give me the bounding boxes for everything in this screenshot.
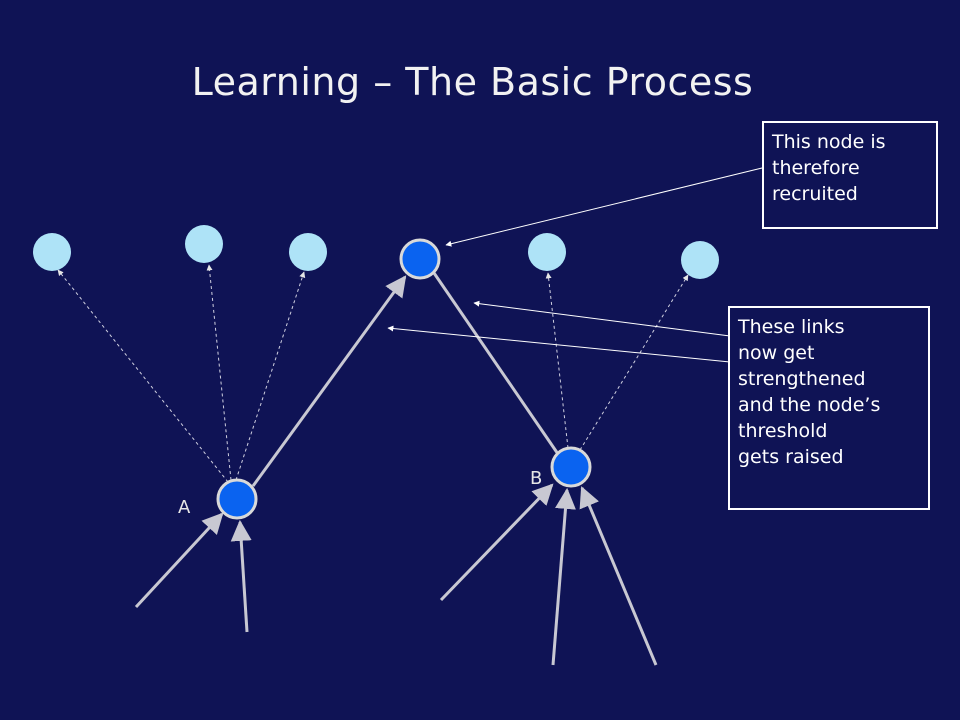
slide-title: Learning – The Basic Process xyxy=(191,60,754,104)
callout-recruited-line-2: therefore xyxy=(772,157,860,179)
inactive-node-3 xyxy=(289,233,327,271)
callout-links-line-4: and the node’s xyxy=(738,394,881,416)
node-a xyxy=(216,478,258,520)
callout-arrow-links-1 xyxy=(473,300,731,337)
inactive-node-2 xyxy=(185,225,223,263)
callout-links-line-3: strengthened xyxy=(738,368,866,390)
inactive-node-5 xyxy=(681,241,719,279)
weak-link-a-1 xyxy=(57,269,229,483)
callout-links-line-2: now get xyxy=(738,342,815,364)
callout-recruited-line-1: This node is xyxy=(772,131,886,153)
weak-link-a-3 xyxy=(235,271,306,481)
callout-links-line-6: gets raised xyxy=(738,446,844,468)
strong-link-b-to-recruited xyxy=(432,272,560,455)
weak-link-b-1 xyxy=(545,272,569,449)
input-link-b-2 xyxy=(551,487,576,666)
inactive-node-4 xyxy=(528,233,566,271)
node-b-label: B xyxy=(530,468,543,489)
callout-links-line-1: These links xyxy=(738,316,845,338)
callout-arrow-recruited xyxy=(445,167,763,247)
input-link-b-1 xyxy=(439,483,554,602)
weak-link-b-2 xyxy=(579,274,689,451)
callout-links: These links now get strengthened and the… xyxy=(728,306,930,510)
recruited-node xyxy=(399,238,441,280)
input-link-a-2 xyxy=(230,519,252,633)
callout-arrow-links-2 xyxy=(387,325,731,363)
weak-link-a-2 xyxy=(206,264,232,481)
callout-recruited: This node is therefore recruited xyxy=(762,121,938,229)
node-b xyxy=(550,446,592,488)
inactive-node-1 xyxy=(33,233,71,271)
node-a-label: A xyxy=(178,497,191,518)
strong-link-a-to-recruited xyxy=(251,275,407,487)
input-link-a-1 xyxy=(134,512,224,609)
callout-links-line-5: threshold xyxy=(738,420,828,442)
callout-recruited-line-3: recruited xyxy=(772,183,858,205)
input-link-b-3 xyxy=(579,486,658,666)
